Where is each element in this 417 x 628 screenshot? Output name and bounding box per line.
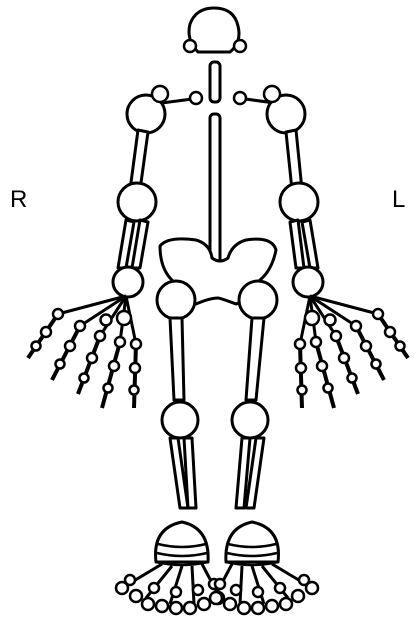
skull [184, 8, 246, 52]
shins [170, 438, 264, 508]
spine [210, 62, 220, 264]
left-foot [210, 522, 318, 614]
thighs [157, 281, 277, 438]
right-foot [116, 522, 224, 614]
left-hand [295, 296, 408, 408]
right-hand [28, 296, 141, 408]
